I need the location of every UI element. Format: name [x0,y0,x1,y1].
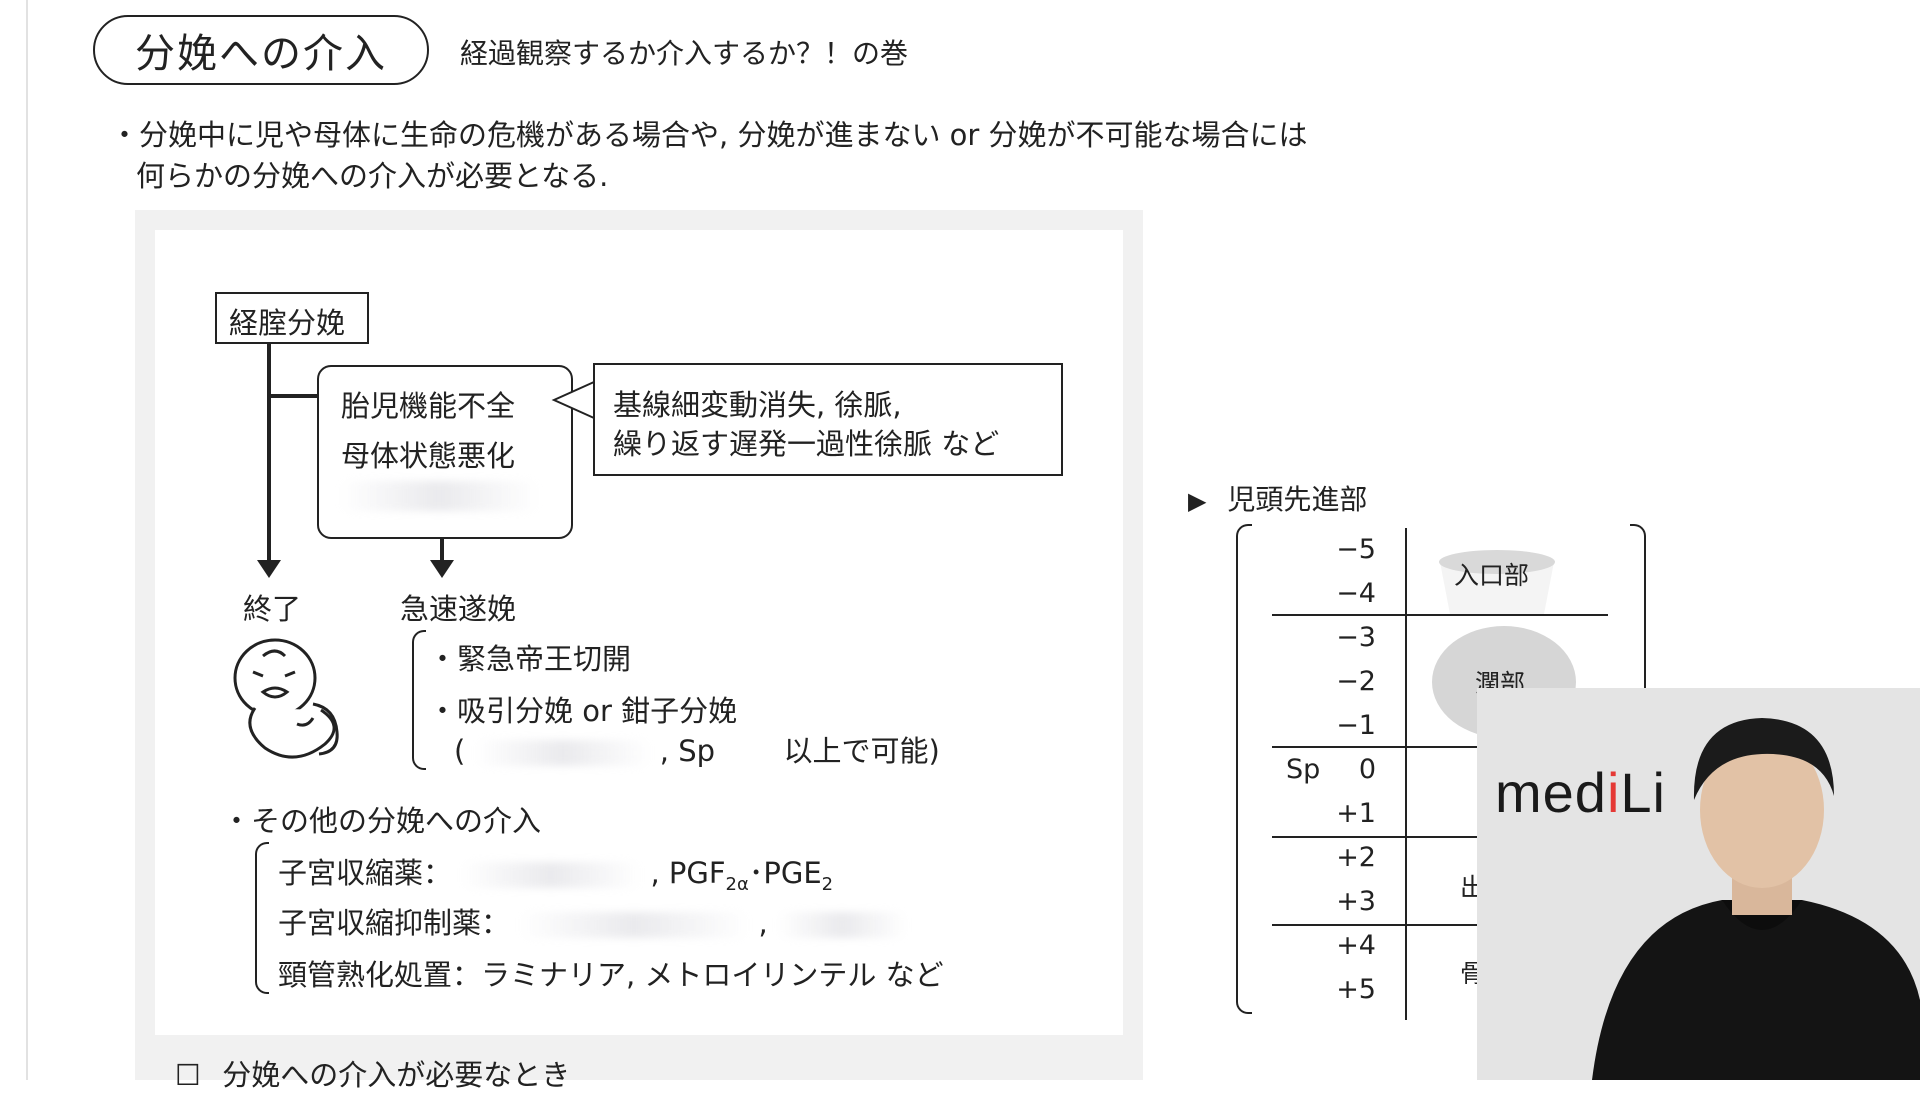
intro-text: ・分娩中に児や母体に生命の危機がある場合や, 分娩が進まない or 分娩が不可能… [110,115,1308,197]
presenter-silhouette [1592,718,1920,1080]
option-condition: ( , Sp 以上で可能) [454,734,940,768]
redacted-uterotonic [461,862,642,888]
other-interventions-bracket [255,842,269,994]
main-arrow-line [267,344,271,562]
vaginal-delivery-box: 経腟分娩 [215,292,369,344]
station-heading: ▶ 児頭先進部 [1188,483,1368,516]
station-value: −3 [1336,622,1376,653]
station-sp-label: Sp [1286,754,1321,785]
station-value: +2 [1336,842,1376,873]
station-value: −1 [1336,710,1376,741]
region-inlet-label: 入口部 [1454,561,1530,590]
branch-line [269,394,319,398]
rapid-options-bracket [412,630,426,770]
triangle-marker-icon: ▶ [1188,487,1207,515]
end-arrowhead-icon [257,560,281,578]
condition-box: 胎児機能不全 母体状態悪化 [317,365,573,539]
fetal-signs-callout: 基線細変動消失, 徐脈, 繰り返す遅発一過性徐脈 など [593,363,1063,476]
tocolytic-item: 子宮収縮抑制薬： , [278,900,907,942]
page-left-rule [26,0,28,1080]
medilink-logo: mediLi [1495,761,1666,824]
station-value: +4 [1336,930,1376,961]
uterotonic-item: 子宮収縮薬： , PGF2α･PGE2 [278,856,834,895]
footer-checklist-item: ☐ 分娩への介入が必要なとき [175,1058,571,1092]
station-value: −4 [1336,578,1376,609]
station-divider-2 [1272,746,1608,748]
station-divider-1 [1272,614,1608,616]
option-instrumental: ・吸引分娩 or 鉗子分娩 [428,694,738,728]
intro-line-2: 何らかの分娩への介入が必要となる. [136,159,609,193]
presenter-webcam [1477,688,1920,1080]
station-value: +3 [1336,886,1376,917]
baby-icon [233,638,339,759]
redacted-option-condition [474,740,651,766]
lesson-subtitle: 経過観察するか介入するか？！の巻 [460,37,909,70]
rapid-delivery-label: 急速遂娩 [400,592,517,626]
rapid-arrowhead-icon [430,560,454,578]
station-value: +5 [1336,974,1376,1005]
checkbox-icon: ☐ [175,1058,201,1092]
option-cesarean: ・緊急帝王切開 [428,642,632,676]
redacted-tocolytic-1 [519,912,750,938]
station-left-bracket [1236,524,1252,1014]
rapid-arrow-line [440,539,444,563]
station-divider-4 [1272,924,1608,926]
station-value: 0 [1358,754,1376,785]
other-interventions-heading: ・その他の分娩への介入 [222,804,542,838]
end-label: 終了 [243,592,302,626]
station-value: −2 [1336,666,1376,697]
lesson-title: 分娩への介入 [93,15,429,85]
intro-line-1: ・分娩中に児や母体に生命の危機がある場合や, 分娩が進まない or 分娩が不可能… [110,118,1308,152]
station-value: +1 [1336,798,1376,829]
station-divider-vertical [1405,528,1407,1020]
callout-pointer [551,380,596,420]
pelvis-inlet-shape [1439,550,1555,614]
redacted-tocolytic-2 [776,912,907,938]
station-value: −5 [1336,534,1376,565]
cervical-ripening-item: 頸管熟化処置：ラミナリア, メトロイリンテル など [278,958,944,992]
station-divider-3 [1272,836,1608,838]
redacted-condition [339,481,539,511]
